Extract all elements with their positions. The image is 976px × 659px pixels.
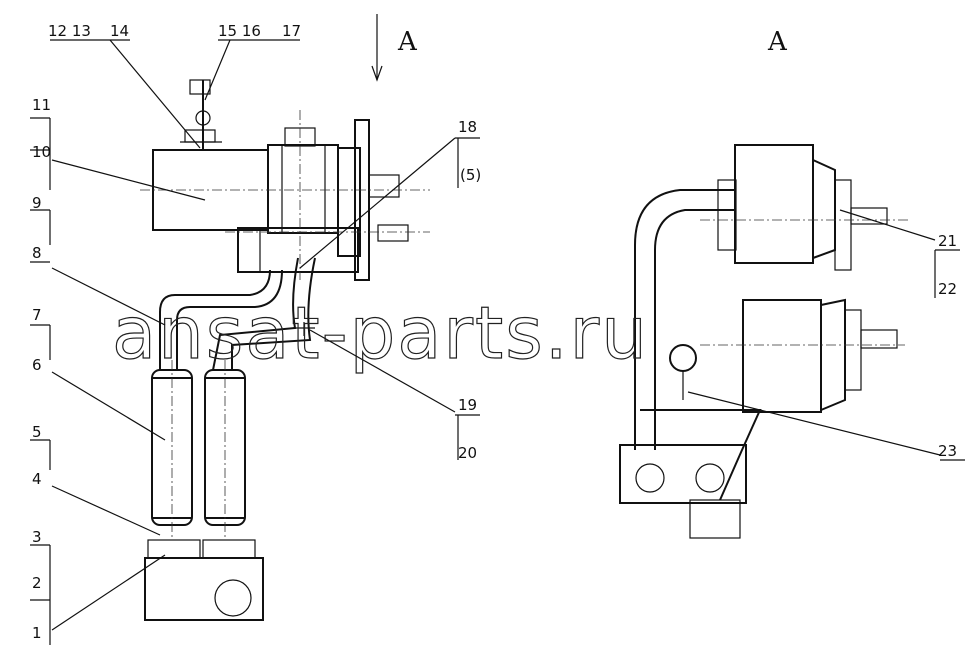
watermark-text: ansat-parts.ru xyxy=(112,291,649,375)
filter-right xyxy=(204,369,246,526)
lower-pump xyxy=(237,227,359,273)
callout-18: 18 xyxy=(458,118,477,136)
flange xyxy=(337,147,361,257)
callout-8: 8 xyxy=(32,244,42,262)
callout-20: 20 xyxy=(458,444,477,462)
callout-2: 2 xyxy=(32,574,42,592)
pipe-a xyxy=(634,189,735,450)
callout-10: 10 xyxy=(32,143,51,161)
pump-section xyxy=(267,144,339,234)
callout-5: 5 xyxy=(32,423,42,441)
base-block xyxy=(144,557,264,621)
callout-1: 1 xyxy=(32,624,42,642)
filter-left xyxy=(151,369,193,526)
view-a-title: A xyxy=(767,27,788,57)
callout-12-13: 12 13 xyxy=(48,22,91,40)
callout-15-16: 15 16 xyxy=(218,22,261,40)
callout-7: 7 xyxy=(32,306,42,324)
callout-14: 14 xyxy=(110,22,129,40)
callout-4: 4 xyxy=(32,470,42,488)
callout-9: 9 xyxy=(32,194,42,212)
upper-pump-a xyxy=(734,144,814,264)
view-arrow xyxy=(371,14,383,82)
callout-23: 23 xyxy=(938,442,957,460)
leader-lines xyxy=(30,39,965,645)
callout-11: 11 xyxy=(32,96,51,114)
lower-pump-a xyxy=(742,299,822,413)
callout-17: 17 xyxy=(282,22,301,40)
callout-5-ref: (5) xyxy=(460,166,481,184)
manifold-a xyxy=(619,444,747,504)
callout-19: 19 xyxy=(458,396,477,414)
left-view xyxy=(140,79,430,621)
callout-6: 6 xyxy=(32,356,42,374)
callout-3: 3 xyxy=(32,528,42,546)
view-arrow-label: A xyxy=(397,27,418,57)
right-view xyxy=(619,144,910,539)
callout-21: 21 xyxy=(938,232,957,250)
callout-22: 22 xyxy=(938,280,957,298)
hose-left xyxy=(159,269,271,370)
